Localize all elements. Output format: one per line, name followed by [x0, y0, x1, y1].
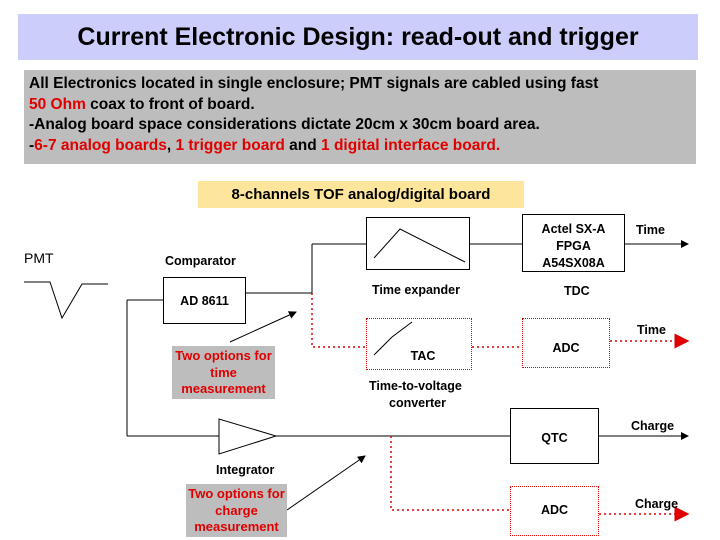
fpga-tdc-box — [522, 214, 625, 272]
time-output-label: Time — [636, 223, 665, 237]
intro-line-2-rest: coax to front of board. — [85, 95, 255, 113]
charge-options-note: Two options for charge measurement — [186, 484, 287, 537]
time-output-label-2: Time — [637, 323, 666, 337]
ad8611-comparator-box — [163, 277, 246, 324]
fpga-label-line2: FPGA — [556, 239, 591, 253]
intro-50-ohm: 50 Ohm — [29, 95, 86, 113]
fpga-label-line3: A54SX08A — [542, 256, 605, 270]
charge-output-label-2: Charge — [635, 497, 679, 511]
title-bar: Current Electronic Design: read-out and … — [18, 14, 698, 60]
integrator-label: Integrator — [216, 463, 275, 477]
intro-trigger-board: 1 trigger board — [175, 136, 285, 154]
intro-line-1: All Electronics located in single enclos… — [29, 75, 599, 92]
ad8611-label: AD 8611 — [180, 294, 229, 308]
pmt-label: PMT — [24, 250, 54, 266]
ttv-label-line1: Time-to-voltage — [369, 379, 462, 393]
tac-box — [366, 318, 472, 370]
adc-charge-label: ADC — [540, 503, 569, 517]
adc-time-label: ADC — [552, 341, 580, 355]
board-label: 8-channels TOF analog/digital board — [198, 181, 524, 208]
intro-line-3: -Analog board space considerations dicta… — [29, 116, 540, 133]
tac-label: TAC — [410, 349, 436, 363]
time-options-note: Two options for time measurement — [172, 346, 275, 399]
pmt-pulse-waveform — [24, 281, 108, 320]
intro-line-4: -6-7 analog boards, 1 trigger board and … — [29, 136, 696, 157]
intro-sep-2: and — [284, 136, 322, 154]
intro-dash: - — [29, 136, 35, 154]
page-title: Current Electronic Design: read-out and … — [77, 22, 639, 51]
adc-charge-box — [510, 486, 599, 536]
ttv-label-line2: converter — [389, 396, 446, 410]
intro-digital-board: 1 digital interface board. — [321, 136, 501, 154]
comparator-label: Comparator — [165, 254, 236, 268]
tac-waveform — [373, 321, 413, 356]
time-expander-waveform — [373, 228, 466, 263]
intro-sep-1: , — [166, 136, 176, 154]
integrator-triangle — [218, 418, 278, 455]
intro-analog-boards: 6-7 analog boards — [34, 136, 167, 154]
charge-output-label: Charge — [631, 419, 675, 433]
fpga-label-line1: Actel SX-A — [541, 222, 606, 236]
intro-text-box: All Electronics located in single enclos… — [24, 70, 696, 164]
qtc-box — [510, 408, 599, 464]
adc-time-box — [522, 318, 610, 368]
intro-line-2: 50 Ohm coax to front of board. — [29, 95, 696, 116]
time-expander-label: Time expander — [372, 283, 461, 297]
tdc-label: TDC — [564, 284, 590, 298]
time-expander-box — [366, 217, 470, 270]
qtc-label: QTC — [541, 431, 568, 445]
